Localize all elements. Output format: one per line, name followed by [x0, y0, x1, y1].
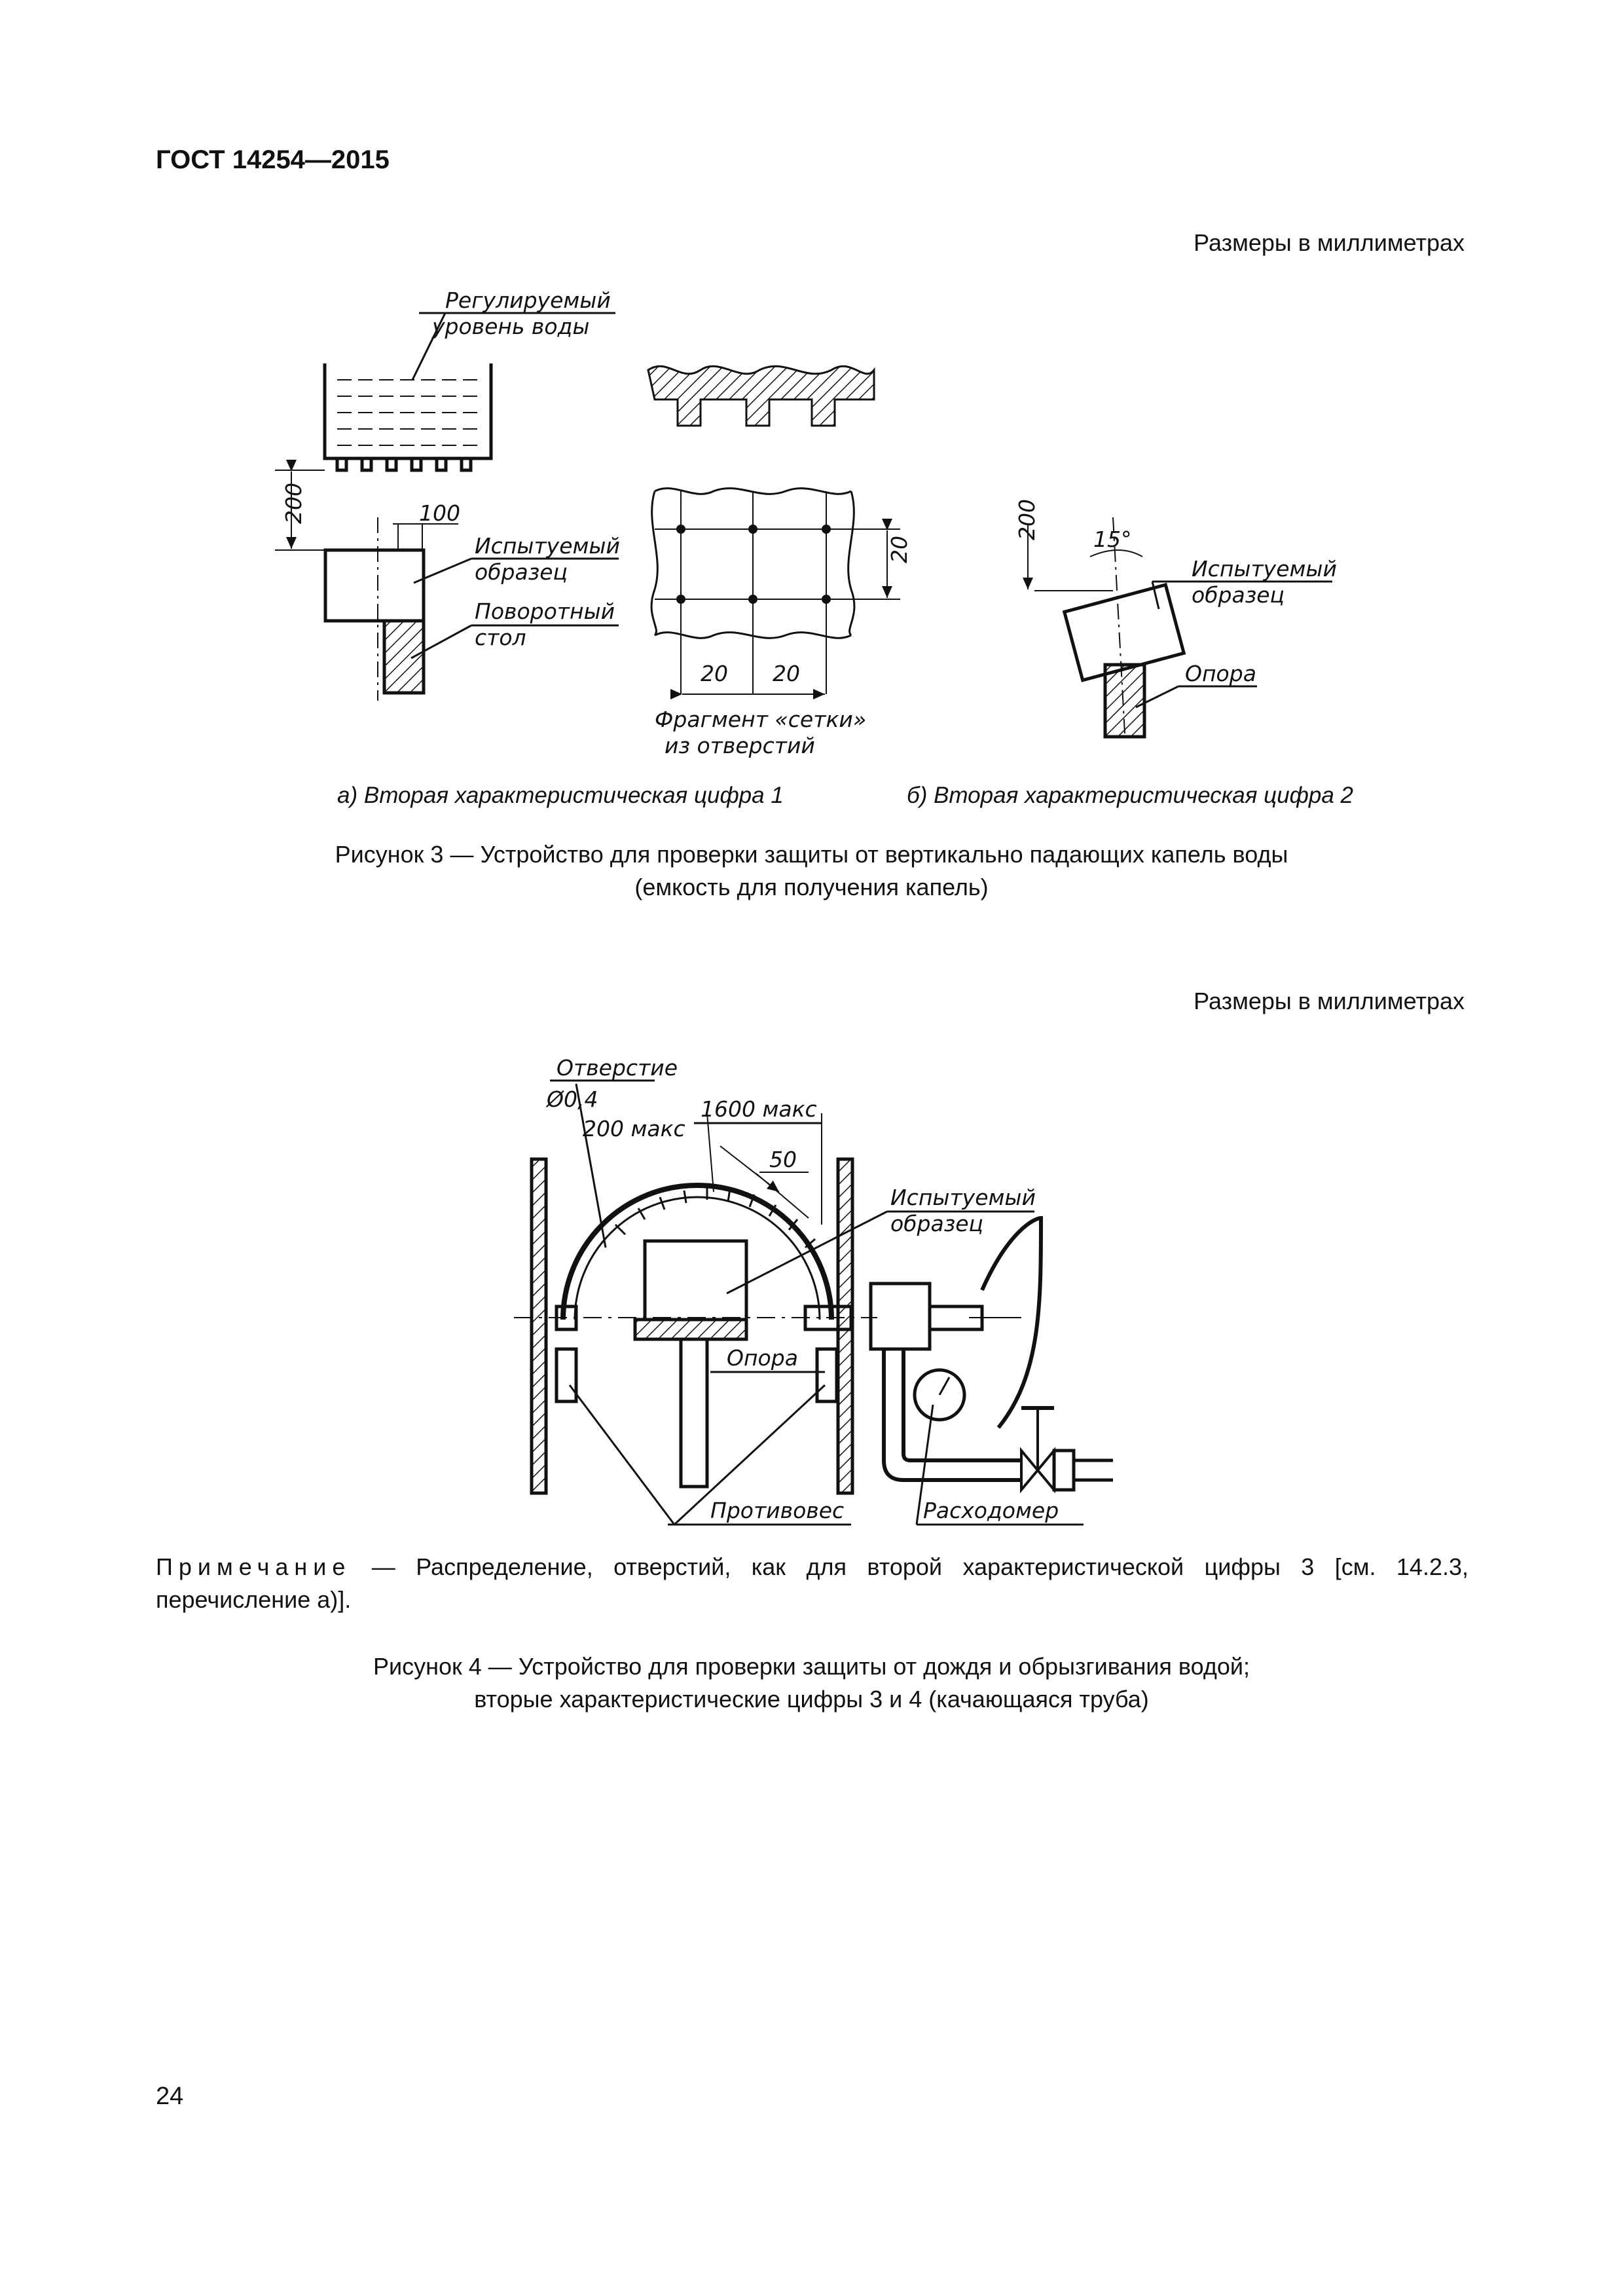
label-water-level-2: уровень воды — [431, 314, 589, 339]
figure-4-drawing: Отверстие Ø0,4 1600 макс 200 макс 50 Исп… — [514, 1055, 1113, 1526]
support-b — [1103, 663, 1146, 739]
oscillating-tube — [560, 1183, 834, 1320]
nozzle-ticks — [614, 1187, 816, 1249]
label-counterweight: Противовес — [710, 1498, 844, 1523]
label-turntable-1: Поворотный — [475, 599, 615, 624]
label-sample-fig4-1: Испытуемый — [890, 1185, 1036, 1210]
label-hole: Отверстие — [556, 1055, 678, 1081]
supply-pipe — [882, 1349, 1021, 1482]
turntable-a — [382, 619, 426, 695]
dim-20-h2: 20 — [773, 661, 800, 686]
units-note-figure-4: Размеры в миллиметрах — [1194, 988, 1465, 1014]
label-sample-a-1: Испытуемый — [475, 533, 620, 559]
label-sample-b-2: образец — [1192, 582, 1285, 608]
note-heading: Примечание — [156, 1553, 352, 1580]
label-hole-diameter: Ø0,4 — [545, 1086, 598, 1112]
label-support-fig4: Опора — [727, 1345, 798, 1371]
dim-15-deg: 15° — [1093, 527, 1132, 552]
label-grid-fragment-2: из отверстий — [665, 733, 815, 758]
support-fig4 — [633, 1318, 748, 1341]
figure-4-caption-line1: Рисунок 4 — Устройство для проверки защи… — [373, 1653, 1250, 1680]
grid-fragment — [650, 487, 856, 694]
page-number: 24 — [156, 2083, 184, 2110]
document-header: ГОСТ 14254—2015 — [156, 145, 390, 174]
dim-200-b: 200 — [1014, 499, 1040, 540]
drip-nozzles — [335, 456, 473, 472]
sample-a — [323, 548, 426, 623]
figure-3-drawing: Регулируемый уровень воды 200 100 Испыту… — [275, 287, 1337, 758]
figure-3b-subcaption: б) Вторая характеристическая цифра 2 — [907, 783, 1354, 808]
label-1600-max: 1600 макс — [701, 1096, 817, 1122]
label-sample-fig4-2: образец — [890, 1211, 983, 1236]
figure-3a-subcaption: а) Вторая характеристическая цифра 1 — [337, 783, 784, 808]
figure-4-caption-line2: вторые характеристические цифры 3 и 4 (к… — [474, 1686, 1149, 1713]
post-left — [530, 1157, 548, 1495]
sample-fig4 — [643, 1239, 748, 1322]
flowmeter-gauge — [913, 1368, 966, 1422]
grid-section — [647, 365, 875, 427]
label-grid-fragment-1: Фрагмент «сетки» — [655, 707, 866, 732]
handwheel — [980, 1215, 1044, 1429]
figure-3-caption-line1: Рисунок 3 — Устройство для проверки защи… — [335, 841, 1288, 868]
label-flowmeter: Расходомер — [923, 1498, 1059, 1523]
dim-200-a: 200 — [281, 483, 306, 524]
label-support-b: Опора — [1185, 661, 1256, 686]
dim-20-vert: 20 — [886, 536, 912, 563]
label-200-max: 200 макс — [583, 1116, 685, 1141]
label-sample-a-2: образец — [475, 559, 568, 585]
dim-50: 50 — [769, 1147, 797, 1172]
figure-3-caption-line2: (емкость для получения капель) — [634, 874, 989, 900]
note-text: — Распределение, отверстий, как для втор… — [156, 1553, 1468, 1613]
water-tank — [323, 363, 493, 460]
bearing-housing — [869, 1282, 932, 1351]
dim-100: 100 — [419, 500, 460, 526]
label-water-level-1: Регулируемый — [445, 287, 611, 313]
label-sample-b-1: Испытуемый — [1192, 556, 1337, 582]
units-note: Размеры в миллиметрах — [1194, 229, 1465, 256]
label-turntable-2: стол — [475, 625, 526, 650]
figure-4-note: Примечание — Распределение, отверстий, к… — [156, 1551, 1468, 1616]
dim-20-h1: 20 — [701, 661, 728, 686]
